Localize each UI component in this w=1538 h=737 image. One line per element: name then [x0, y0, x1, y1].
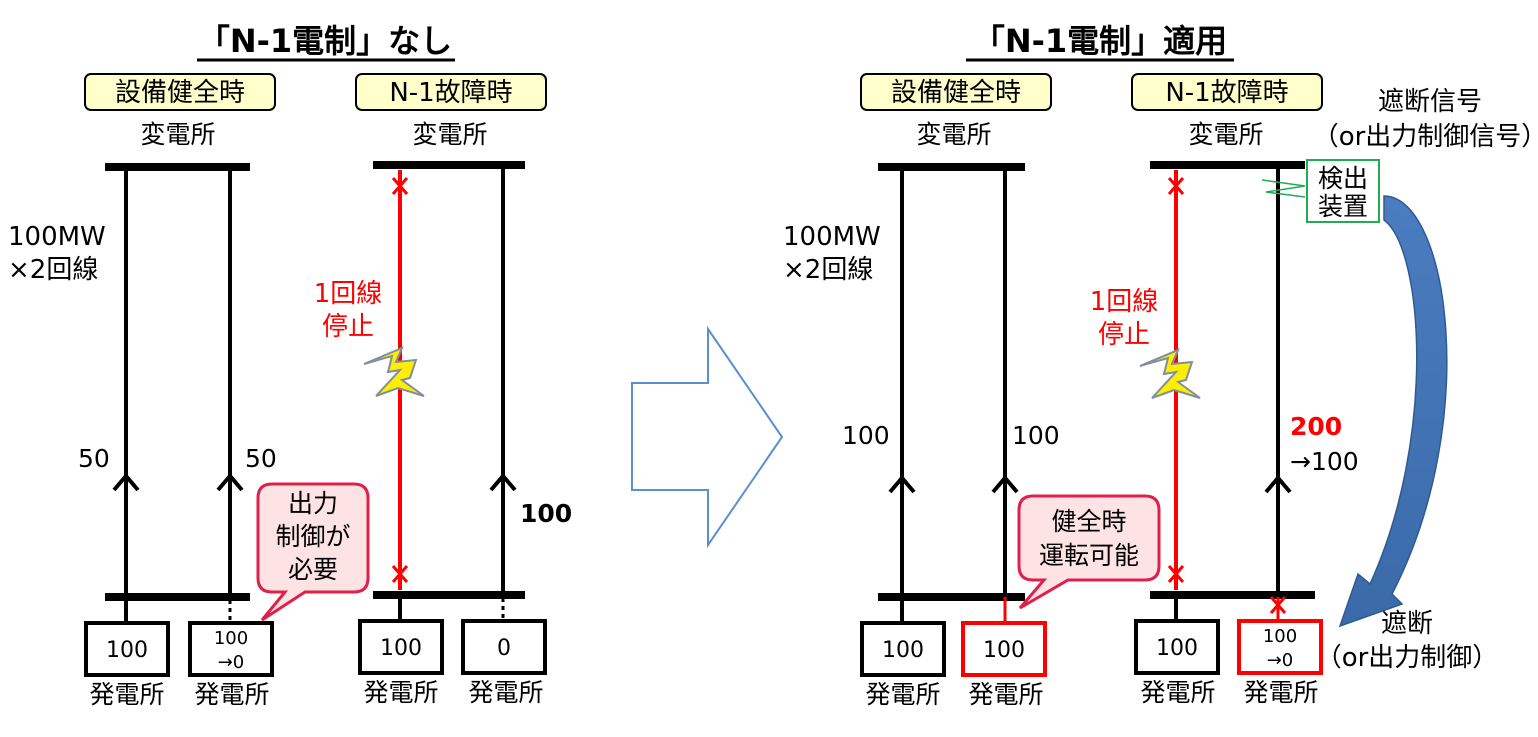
flow-arrow-healthy-line	[1264, 474, 1292, 494]
right-plant-b-label: 発電所	[968, 680, 1043, 709]
left-plant-c-box	[358, 619, 444, 675]
left-plant-a-value: 100	[106, 638, 148, 663]
left-fault-note-line2: 停止	[322, 312, 374, 342]
breaker-open-top	[391, 177, 409, 195]
left-flow-right: 50	[245, 444, 277, 473]
right-callout: 健全時 運転可能	[1017, 494, 1161, 610]
left-capacity-line2: ×2回線	[8, 255, 98, 285]
right-flow-fault-before: 200	[1290, 412, 1342, 441]
right-capacity-line1: 100MW	[783, 222, 881, 252]
left-callout: 出力 制御が 必要	[256, 482, 370, 622]
left-plant-d-label: 発電所	[468, 678, 543, 707]
trip-label-line1: 遮断	[1381, 609, 1433, 639]
signal-label-line2: （or出力制御信号）	[1313, 122, 1538, 152]
trip-label-line2: （or出力制御）	[1316, 643, 1499, 673]
left-substation-normal-label: 変電所	[140, 120, 215, 149]
right-flow-fault-after: →100	[1290, 447, 1359, 476]
signal-label-line1: 遮断信号	[1378, 87, 1482, 117]
right-plant-a-label: 発電所	[865, 680, 940, 709]
right-plant-a-value: 100	[882, 638, 924, 663]
left-substation-fault-label: 変電所	[412, 120, 487, 149]
flow-arrow-line-2	[991, 474, 1019, 494]
right-plant-d-box	[1237, 619, 1323, 675]
left-plant-b-box	[188, 621, 274, 677]
left-plant-c-label: 発電所	[363, 678, 438, 707]
left-plant-d-box	[461, 619, 547, 675]
right-plant-d-label: 発電所	[1243, 678, 1318, 707]
detector-label-line2: 装置	[1318, 192, 1368, 221]
right-flow-right: 100	[1012, 421, 1060, 450]
flow-arrow-line-1	[112, 472, 140, 492]
right-state-normal-label: 設備健全時	[891, 78, 1021, 108]
left-fault-note-line1: 1回線	[314, 279, 383, 309]
left-callout-line3: 必要	[288, 555, 338, 584]
right-title: 「N-1電制」適用	[973, 22, 1227, 60]
left-state-normal-box	[84, 73, 276, 111]
flow-arrow-line-1	[888, 474, 916, 494]
left-state-normal-label: 設備健全時	[115, 78, 245, 108]
left-plant-d-value: 0	[497, 636, 511, 661]
left-plant-c-value: 100	[380, 636, 422, 661]
left-plant-a-box	[84, 621, 170, 677]
transition-arrow-icon	[631, 325, 784, 549]
right-plant-a-box	[860, 621, 946, 677]
left-plant-b-value-line2: →0	[218, 652, 245, 673]
trip-signal-arrow-icon	[1338, 195, 1448, 628]
right-substation-normal-label: 変電所	[916, 120, 991, 149]
left-state-fault-label: N-1故障時	[389, 78, 512, 108]
left-state-fault-box	[355, 73, 547, 111]
flow-arrow-line-2	[216, 472, 244, 492]
detector-label-line1: 検出	[1318, 164, 1368, 193]
right-substation-fault-label: 変電所	[1188, 120, 1263, 149]
right-plant-b-value: 100	[983, 638, 1025, 663]
left-flow-left: 50	[78, 444, 110, 473]
left-title: 「N-1電制」なし	[198, 22, 452, 60]
right-callout-line2: 運転可能	[1039, 541, 1139, 570]
left-plant-b-label: 発電所	[194, 680, 269, 709]
lightning-bolt-icon	[1139, 348, 1201, 399]
left-callout-line1: 出力	[288, 489, 338, 518]
right-state-fault-label: N-1故障時	[1165, 78, 1288, 108]
right-state-fault-box	[1131, 73, 1323, 111]
left-fault-circuit	[363, 161, 525, 621]
right-plant-d-value-line2: →0	[1267, 650, 1294, 671]
left-normal-circuit	[105, 163, 250, 623]
detector-box	[1306, 159, 1380, 223]
right-fault-note-line1: 1回線	[1090, 287, 1159, 317]
right-plant-c-value: 100	[1156, 636, 1198, 661]
left-flow-fault: 100	[520, 499, 572, 528]
right-state-normal-box	[860, 73, 1052, 111]
left-callout-line2: 制御が	[275, 522, 350, 551]
flow-arrow-healthy-line	[489, 472, 517, 492]
sensor-signal-icon	[1261, 179, 1306, 198]
left-panel: 「N-1電制」なし 設備健全時 N-1故障時 変電所 変電所 100MW ×2回…	[8, 22, 572, 709]
right-plant-b-box	[961, 621, 1047, 677]
left-plant-a-label: 発電所	[89, 680, 164, 709]
breaker-open-bottom	[1167, 565, 1185, 583]
right-plant-c-box	[1134, 619, 1220, 675]
lightning-bolt-icon	[363, 346, 425, 397]
breaker-open-bottom	[391, 565, 409, 583]
right-capacity-line2: ×2回線	[783, 255, 873, 285]
right-plant-d-value-line1: 100	[1263, 626, 1297, 647]
breaker-open-top	[1167, 177, 1185, 195]
right-panel: 「N-1電制」適用 設備健全時 N-1故障時 変電所 変電所 遮断信号 （or出…	[783, 22, 1538, 709]
right-normal-circuit	[878, 163, 1025, 623]
right-fault-circuit	[1139, 161, 1315, 621]
right-plant-c-label: 発電所	[1140, 678, 1215, 707]
right-callout-line1: 健全時	[1051, 507, 1126, 536]
left-capacity-line1: 100MW	[8, 222, 106, 252]
right-flow-left: 100	[842, 421, 890, 450]
left-plant-b-value-line1: 100	[214, 628, 248, 649]
right-fault-note-line2: 停止	[1098, 320, 1150, 350]
